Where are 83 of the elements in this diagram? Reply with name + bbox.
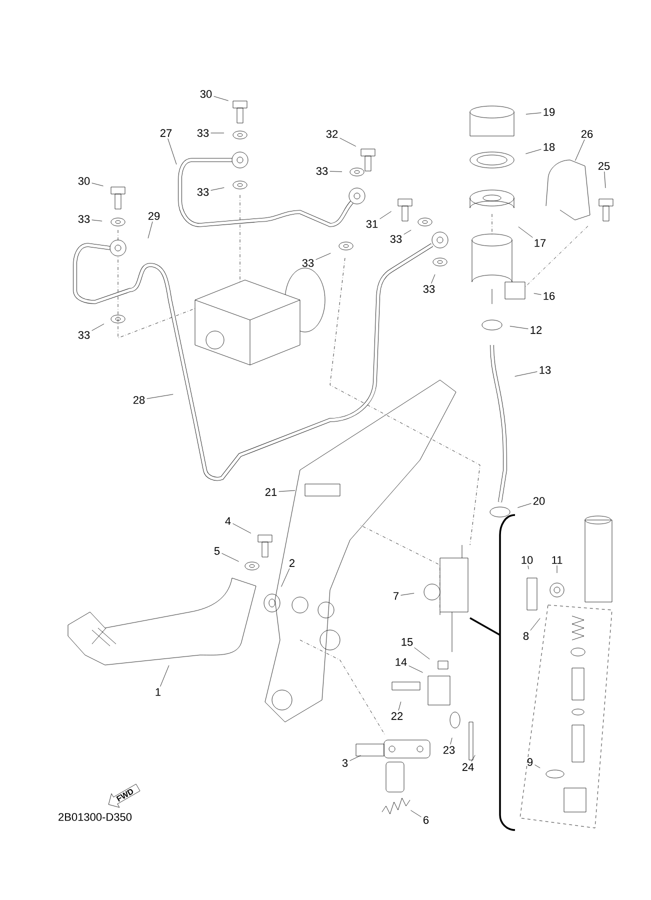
callout-number: 32 — [326, 130, 338, 138]
callout-number: 26 — [581, 130, 593, 138]
leader-line — [517, 503, 532, 508]
leader-line — [278, 490, 296, 492]
leader-line — [431, 274, 436, 284]
callout-number: 33 — [390, 235, 402, 243]
part-code: 2B01300-D350 — [58, 813, 132, 821]
callout-number: 29 — [148, 212, 160, 220]
leader-line — [148, 221, 153, 238]
leader-line — [146, 394, 174, 399]
leader-line — [604, 171, 606, 188]
callout-number: 30 — [200, 90, 212, 98]
callout-number: 7 — [394, 592, 398, 600]
leader-line — [528, 565, 529, 570]
callout-number: 33 — [197, 129, 209, 137]
callout-number: 4 — [225, 517, 231, 525]
callout-number: 31 — [366, 220, 378, 228]
callout-number: 33 — [302, 259, 314, 267]
leader-line — [168, 138, 177, 165]
callout-number: 16 — [544, 292, 555, 300]
leader-line — [281, 568, 290, 587]
callout-number: 33 — [197, 188, 209, 196]
callout-number: 30 — [78, 177, 90, 185]
leader-line — [232, 523, 252, 534]
leader-line — [330, 171, 342, 172]
callout-number: 23 — [443, 746, 455, 754]
callout-number: 12 — [530, 326, 542, 334]
callout-number: 9 — [527, 758, 533, 766]
callout-number: 1 — [156, 688, 161, 696]
callout-number: 3 — [342, 759, 348, 767]
leader-line — [518, 226, 533, 238]
callout-number: 11 — [552, 556, 562, 564]
callout-number: 14 — [396, 658, 407, 666]
leader-line — [575, 139, 585, 161]
callout-number: 8 — [523, 632, 529, 640]
leader-line — [400, 593, 414, 596]
leader-line — [160, 665, 170, 687]
callout-number: 13 — [540, 366, 551, 374]
leader-line — [92, 324, 104, 331]
leader-line — [340, 138, 356, 147]
leader-line — [214, 96, 229, 101]
callout-number: 27 — [160, 129, 172, 137]
callout-number: 2 — [290, 559, 294, 567]
callout-number: 24 — [462, 763, 474, 771]
leader-line — [556, 565, 558, 574]
callout-number: 33 — [78, 215, 90, 223]
leader-line — [510, 326, 528, 330]
leader-line — [450, 738, 452, 745]
leader-line — [514, 371, 538, 377]
callout-number: 20 — [533, 497, 545, 505]
leader-line — [404, 230, 412, 235]
leader-line — [410, 810, 422, 818]
leader-line — [210, 132, 224, 134]
leader-line — [530, 618, 540, 631]
callout-number: 33 — [423, 285, 435, 293]
callout-number: 5 — [214, 547, 220, 555]
leader-line — [471, 754, 476, 762]
leader-line — [316, 252, 331, 260]
leader-line — [222, 553, 239, 562]
callout-number: 15 — [402, 638, 413, 646]
leader-line — [526, 149, 542, 154]
callout-number: 10 — [522, 556, 533, 564]
callout-number: 19 — [544, 108, 555, 116]
leader-line — [380, 211, 392, 220]
leader-line — [408, 666, 423, 673]
callout-number: 28 — [133, 396, 145, 404]
leader-line — [534, 293, 542, 295]
leader-line — [398, 702, 402, 711]
callout-number: 17 — [534, 239, 546, 247]
callout-number: 22 — [391, 712, 403, 720]
callout-number: 18 — [544, 143, 555, 151]
leader-line — [414, 647, 430, 660]
leader-line — [92, 182, 104, 186]
callout-number: 25 — [598, 162, 610, 170]
callout-number: 21 — [265, 488, 277, 496]
callout-number: 33 — [316, 167, 328, 175]
leader-line — [526, 112, 542, 114]
leader-line — [210, 187, 224, 191]
callout-number: 33 — [78, 331, 90, 339]
leader-line — [92, 220, 102, 222]
callout-number: 6 — [424, 816, 429, 824]
leader-line — [350, 755, 361, 761]
leader-line — [534, 764, 540, 768]
